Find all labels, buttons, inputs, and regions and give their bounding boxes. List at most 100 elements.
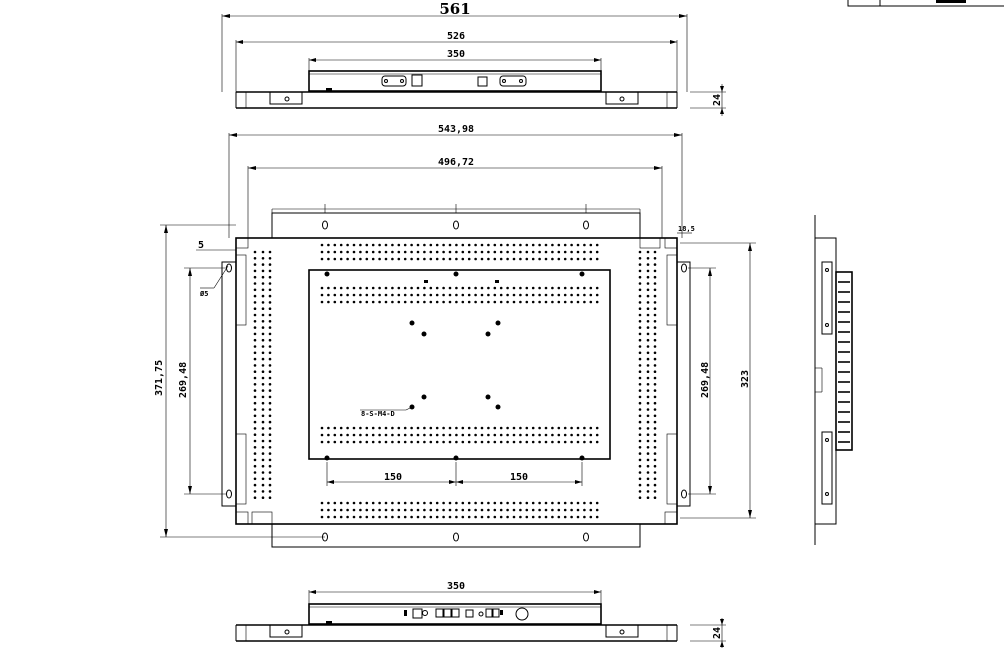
- vent-hole: [268, 433, 272, 437]
- vent-hole: [538, 293, 541, 297]
- vent-hole: [646, 401, 650, 405]
- vent-hole: [646, 427, 650, 430]
- vent-hole: [403, 300, 407, 304]
- vent-hole: [261, 307, 265, 311]
- dim-right-height: 323: [740, 370, 751, 388]
- vent-hole: [519, 243, 522, 247]
- vent-hole: [531, 286, 535, 290]
- vent-hole: [506, 501, 509, 505]
- vent-hole: [576, 286, 580, 290]
- vent-hole: [538, 286, 541, 290]
- vent-hole: [583, 243, 586, 247]
- vent-hole: [261, 263, 265, 266]
- vent-hole: [506, 440, 509, 444]
- vent-hole: [320, 440, 324, 444]
- vent-hole: [416, 440, 420, 444]
- vent-hole: [563, 300, 567, 304]
- vent-hole: [435, 293, 439, 297]
- vent-hole: [253, 269, 257, 273]
- vent-hole: [261, 294, 265, 298]
- vent-hole: [416, 243, 420, 247]
- vent-hole: [638, 496, 642, 500]
- vent-hole: [371, 433, 375, 437]
- vent-hole: [371, 286, 375, 290]
- vent-hole: [638, 294, 642, 298]
- vent-hole: [646, 269, 650, 273]
- vent-hole: [261, 496, 265, 500]
- vent-hole: [268, 338, 272, 342]
- vent-hole: [435, 243, 439, 247]
- vent-hole: [646, 320, 650, 323]
- vent-hole: [570, 508, 573, 512]
- vent-hole: [261, 370, 265, 374]
- vent-hole: [638, 439, 642, 443]
- vent-hole: [339, 440, 343, 444]
- vent-hole: [333, 440, 337, 444]
- vent-hole: [506, 257, 509, 261]
- vent-hole: [253, 301, 257, 304]
- vent-hole: [346, 426, 349, 430]
- vent-hole: [253, 490, 257, 493]
- vent-hole: [525, 501, 529, 505]
- vent-hole: [570, 286, 573, 290]
- vent-hole: [429, 243, 433, 247]
- vent-hole: [327, 243, 330, 247]
- vent-hole: [467, 440, 471, 444]
- vent-hole: [397, 433, 401, 437]
- vent-hole: [268, 452, 272, 455]
- vent-hole: [480, 515, 484, 519]
- vent-hole: [403, 250, 407, 254]
- vent-hole: [646, 275, 650, 279]
- vent-hole: [461, 426, 465, 430]
- vent-hole: [333, 293, 337, 297]
- vent-hole: [435, 250, 439, 254]
- vent-hole: [595, 433, 599, 437]
- vent-hole: [397, 426, 401, 430]
- vent-hole: [403, 501, 407, 505]
- vent-hole: [397, 300, 401, 304]
- vent-hole: [391, 293, 394, 297]
- vent-hole: [646, 458, 650, 462]
- vent-hole: [653, 307, 657, 311]
- vent-hole: [435, 426, 439, 430]
- vent-hole: [487, 440, 490, 444]
- vent-hole: [461, 440, 465, 444]
- vent-hole: [253, 496, 257, 500]
- vent-hole: [442, 426, 445, 430]
- vent-hole: [333, 300, 337, 304]
- vent-hole: [467, 293, 471, 297]
- vent-hole: [384, 440, 388, 444]
- vent-hole: [653, 263, 657, 266]
- vent-hole: [467, 286, 471, 290]
- vent-hole: [595, 440, 599, 444]
- vent-hole: [268, 282, 272, 285]
- vent-hole: [253, 351, 257, 355]
- dim-top-frame: 526: [447, 31, 465, 42]
- vent-hole: [493, 293, 497, 297]
- vent-hole: [583, 501, 586, 505]
- vent-hole: [352, 286, 356, 290]
- vent-hole: [442, 257, 445, 261]
- vent-hole: [480, 257, 484, 261]
- vent-hole: [589, 501, 593, 505]
- vent-hole: [557, 300, 561, 304]
- vent-hole: [268, 401, 272, 405]
- vent-hole: [384, 433, 388, 437]
- vent-hole: [557, 440, 561, 444]
- vent-hole: [268, 414, 272, 418]
- vent-hole: [416, 257, 420, 261]
- vent-hole: [365, 440, 369, 444]
- vent-hole: [493, 515, 497, 519]
- vent-hole: [493, 426, 497, 430]
- dim-vesa-left: 150: [384, 472, 402, 483]
- vent-hole: [455, 508, 458, 512]
- vent-hole: [253, 275, 257, 279]
- vent-hole: [595, 257, 599, 261]
- vent-hole: [391, 257, 394, 261]
- vent-hole: [365, 286, 369, 290]
- vent-hole: [570, 250, 573, 254]
- vent-hole: [339, 300, 343, 304]
- vent-hole: [474, 286, 477, 290]
- vent-hole: [352, 293, 356, 297]
- vent-hole: [653, 389, 657, 392]
